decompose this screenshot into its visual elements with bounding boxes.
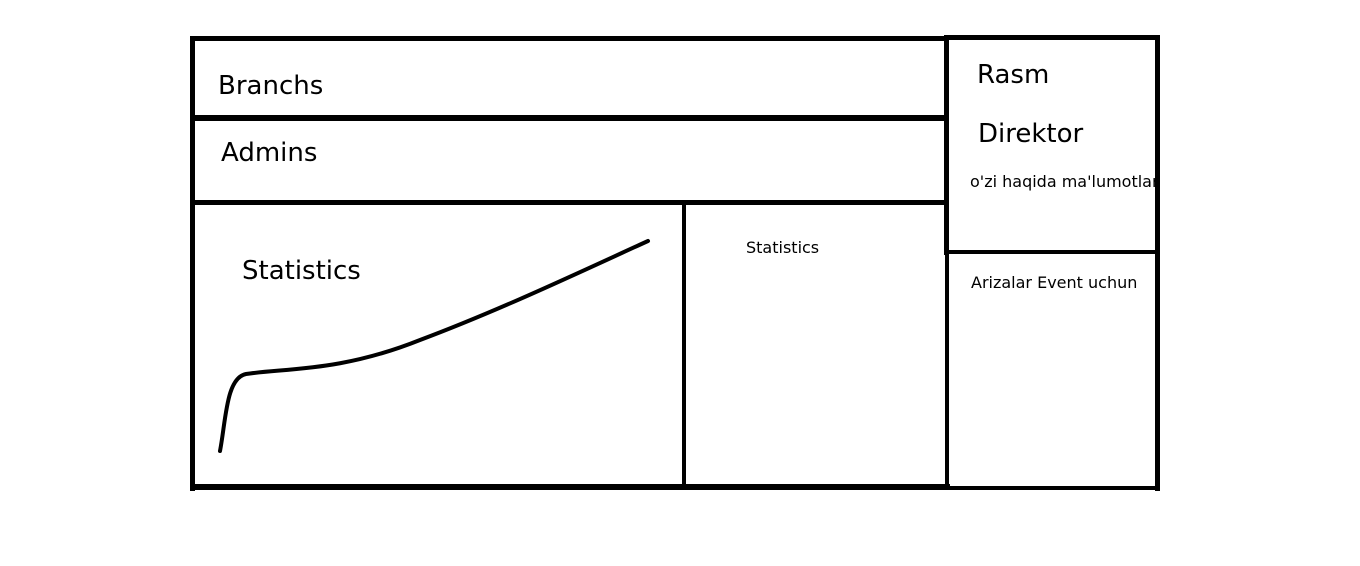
outer-top-border <box>192 36 947 41</box>
branches-label: Branchs <box>218 71 324 101</box>
admins-statistics-divider <box>192 200 949 205</box>
director-left-border <box>944 36 949 255</box>
director-info: o'zi haqida ma'lumotlar <box>970 172 1159 191</box>
statistics-side-label: Statistics <box>746 238 820 257</box>
admins-label: Admins <box>221 138 318 168</box>
director-bottom-border <box>944 250 1160 254</box>
applications-bottom-border <box>945 486 1160 490</box>
director-right-border <box>1155 35 1160 491</box>
director-title: Direktor <box>978 119 1084 149</box>
statistics-divider <box>682 202 686 487</box>
statistics-main-label: Statistics <box>242 256 361 286</box>
outer-left-border <box>190 36 195 491</box>
applications-left-border <box>945 252 949 490</box>
applications-label: Arizalar Event uchun <box>971 273 1138 292</box>
outer-bottom-border <box>190 484 950 490</box>
director-photo-label: Rasm <box>977 60 1050 90</box>
branches-admins-divider <box>192 115 949 121</box>
director-top-border <box>944 35 1159 40</box>
